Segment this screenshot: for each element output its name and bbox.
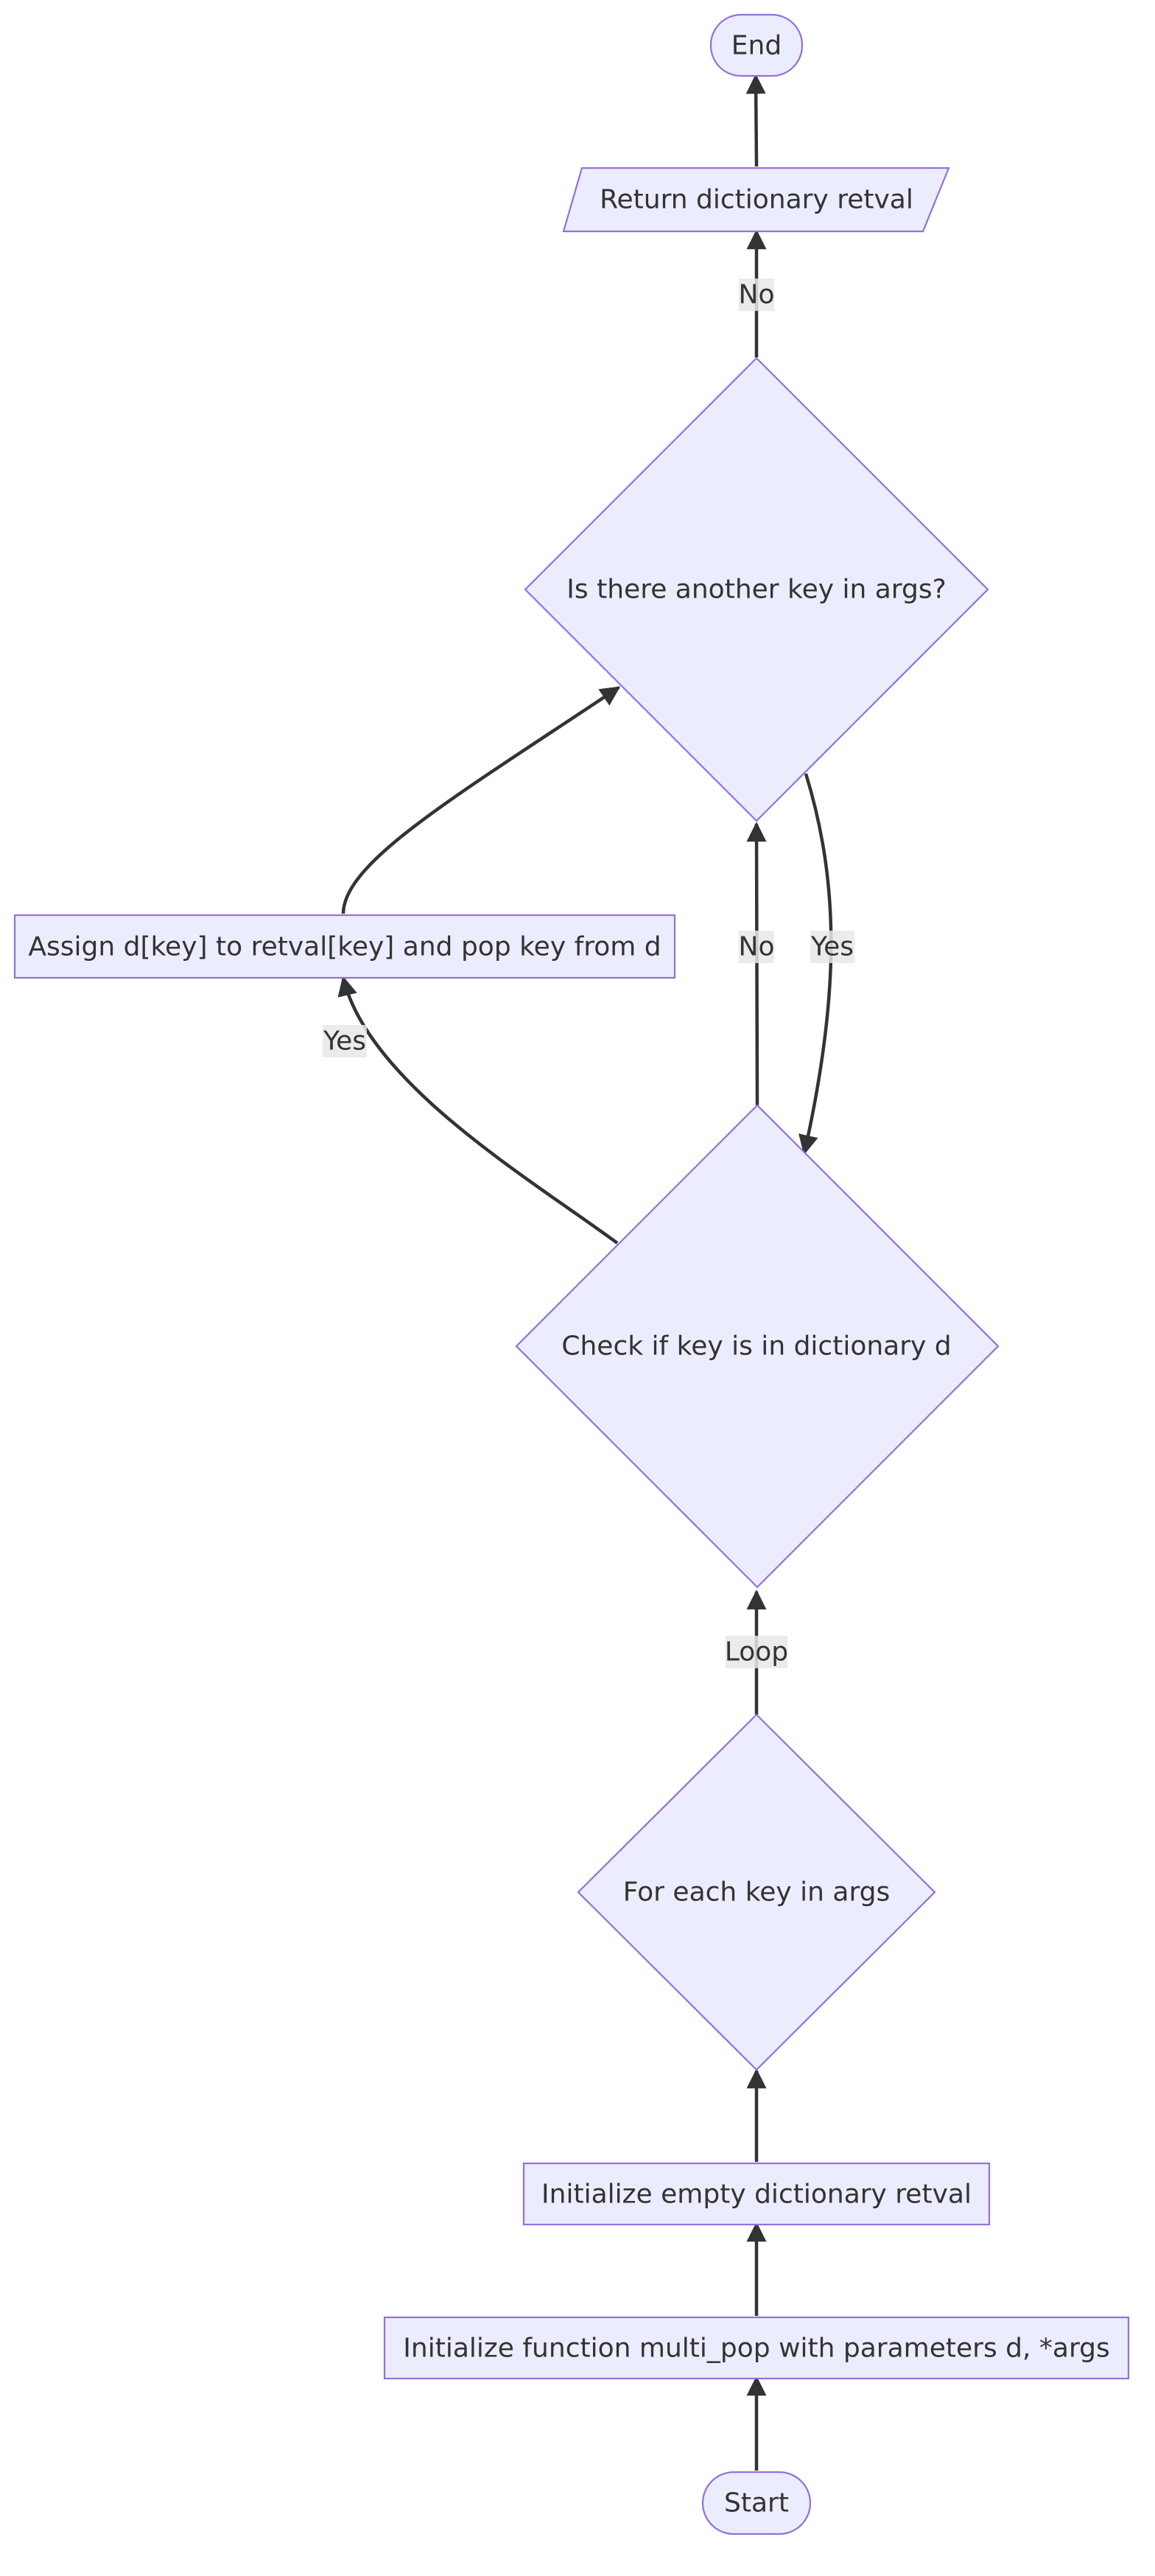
init-function-node <box>383 2316 1130 2380</box>
edge-label-bg-no-another <box>739 931 774 963</box>
edge-label-bg-loop <box>726 1636 787 1668</box>
another-key-decision <box>524 357 989 822</box>
edge-label-bg-no-return <box>739 279 774 311</box>
end-node <box>709 13 804 77</box>
init-function-label: Initialize function multi_pop with param… <box>403 2334 1109 2364</box>
return-retval-label: Return dictionary retval <box>600 185 913 215</box>
edge-check-key-to-another-key <box>746 822 767 1106</box>
edge-label-bg-yes-assign <box>323 1025 367 1057</box>
edge-label-yes-assign: Yes <box>323 1026 366 1057</box>
for-each-label: For each key in args <box>623 1877 891 1908</box>
edge-check-key-to-assign <box>337 976 619 1245</box>
assign-pop-label: Assign d[key] to retval[key] and pop key… <box>28 932 661 962</box>
check-key-decision <box>515 1104 1000 1589</box>
start-label: Start <box>724 2488 789 2519</box>
edge-label-no-return: No <box>739 280 775 310</box>
return-retval-node <box>562 167 950 233</box>
edge-assign-to-another-key <box>341 686 621 914</box>
start-node <box>701 2471 812 2535</box>
assign-pop-node <box>13 914 676 979</box>
end-label: End <box>731 31 782 61</box>
edge-another-key-to-check-key <box>798 773 833 1155</box>
for-each-decision <box>577 1713 936 2071</box>
edge-label-no-another: No <box>739 932 775 962</box>
init-retval-label: Initialize empty dictionary retval <box>541 2180 972 2210</box>
edge-label-loop: Loop <box>725 1637 788 1667</box>
init-retval-node <box>522 2162 991 2226</box>
edge-label-yes-check: Yes <box>810 932 854 962</box>
another-key-label: Is there another key in args? <box>566 575 946 605</box>
edge-label-bg-yes-check <box>810 931 854 963</box>
check-key-label: Check if key is in dictionary d <box>561 1331 951 1362</box>
